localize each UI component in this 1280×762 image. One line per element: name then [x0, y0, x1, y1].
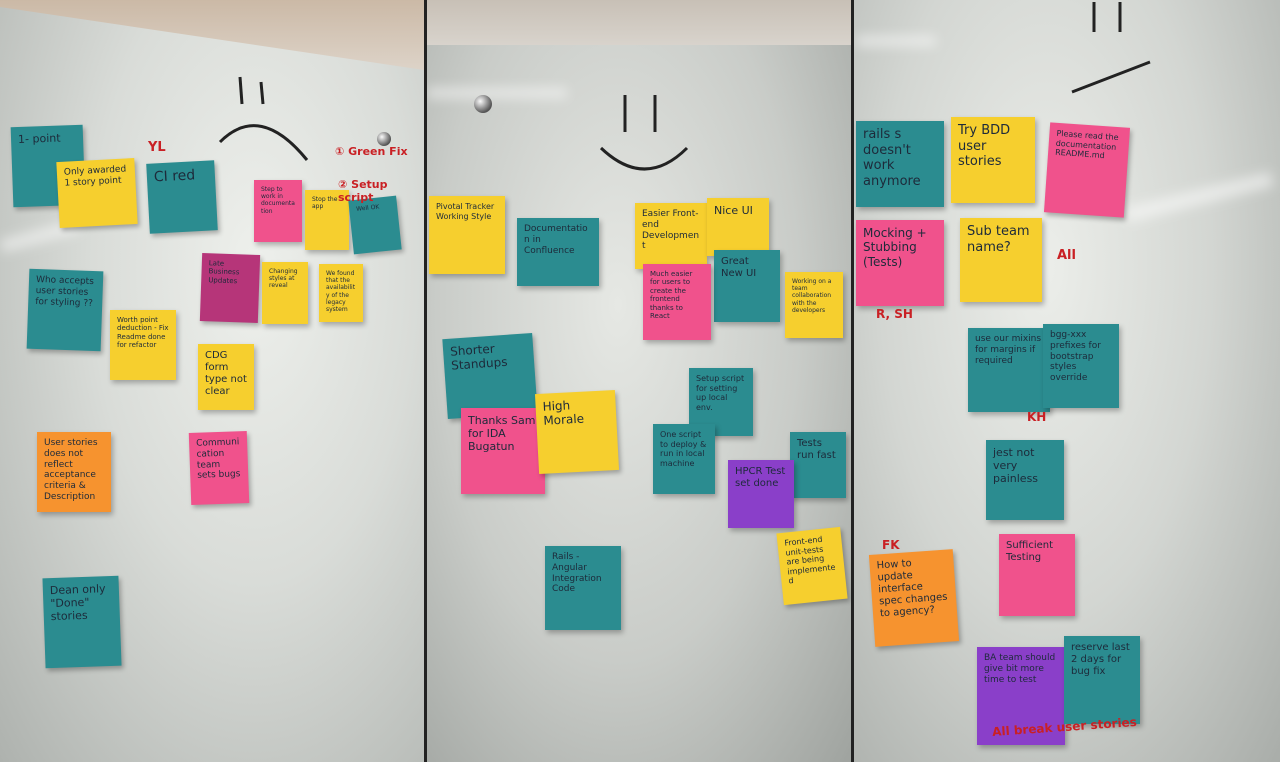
neutral-face-drawing	[1071, 2, 1151, 94]
sticky-note: Only awarded 1 story point	[56, 158, 138, 228]
sticky-note: rails s doesn't work anymore	[856, 121, 944, 207]
sticky-note: Documentation in Confluence	[517, 218, 599, 286]
red-annotation: YL	[148, 140, 166, 155]
sticky-note: Rails - Angular Integration Code	[545, 546, 621, 630]
light-glare	[856, 36, 936, 46]
sticky-note: bgg-xxx prefixes for bootstrap styles ov…	[1043, 324, 1119, 408]
sticky-note: Front-end unit-tests are being implement…	[776, 526, 848, 606]
sticky-note: Shorter Standups	[442, 332, 538, 420]
sticky-note: Easier Front-end Development	[635, 203, 707, 269]
sticky-note: CI red	[146, 160, 218, 234]
red-annotation: All	[1057, 248, 1076, 263]
magnet-pin	[474, 95, 492, 113]
sticky-note: We found that the availability of the le…	[319, 264, 363, 322]
sticky-note: Changing styles at reveal	[262, 262, 308, 324]
sticky-note: Step to work in documentation	[254, 180, 302, 242]
sticky-note: Well OK	[348, 195, 402, 255]
sticky-note: Nice UI	[707, 198, 769, 256]
red-annotation: ① Green Fix	[335, 145, 408, 158]
magnet-pin	[377, 132, 391, 146]
red-annotation: KH	[1027, 410, 1047, 424]
sticky-note: Thanks Sam for IDA Bugatun	[461, 408, 545, 494]
sticky-note: User stories does not reflect acceptance…	[37, 432, 111, 512]
sad-face-drawing	[218, 76, 309, 161]
sticky-note: High Morale	[534, 389, 620, 475]
sticky-note: Worth point deduction - Fix Readme done …	[110, 310, 176, 380]
light-glare	[427, 88, 567, 98]
panel-divider	[851, 0, 854, 762]
red-annotation: R, SH	[876, 307, 913, 321]
sticky-note: Stop the app	[305, 190, 349, 250]
sticky-note: Sub team name?	[960, 218, 1042, 302]
sticky-note: BA team should give bit more time to tes…	[977, 647, 1065, 745]
sticky-note: Pivotal Tracker Working Style	[429, 196, 505, 274]
whiteboard-panel-sad: 1- point Only awarded 1 story point YL C…	[0, 0, 424, 762]
panel-divider	[424, 0, 427, 762]
sticky-note: reserve last 2 days for bug fix	[1064, 636, 1140, 724]
sticky-note: One script to deploy & run in local mach…	[653, 424, 715, 494]
sticky-note: use our mixins for margins if required	[968, 328, 1050, 412]
sticky-note: Sufficient Testing	[999, 534, 1075, 616]
sticky-note: Working on a team collaboration with the…	[785, 272, 843, 338]
sticky-note: HPCR Test set done	[728, 460, 794, 528]
sticky-note: Who accepts user stories for styling ??	[26, 268, 104, 352]
red-annotation: ② Setup script	[338, 178, 388, 204]
sticky-note: Mocking + Stubbing (Tests)	[856, 220, 944, 306]
sticky-note: jest not very painless	[986, 440, 1064, 520]
whiteboard-panel-happy: Pivotal Tracker Working Style Documentat…	[427, 0, 851, 762]
sticky-note: Much easier for users to create the fron…	[643, 264, 711, 340]
sticky-note: Great New UI	[714, 250, 780, 322]
red-annotation: FK	[882, 538, 900, 552]
wall-top	[0, 0, 424, 70]
sticky-note: Tests run fast	[790, 432, 846, 498]
sticky-note: Dean only "Done" stories	[42, 575, 122, 669]
sticky-note: Try BDD user stories	[951, 117, 1035, 203]
whiteboard-panel-neutral: rails s doesn't work anymore Try BDD use…	[854, 0, 1280, 762]
sticky-note: Communication team sets bugs	[188, 431, 250, 505]
sticky-note: Please read the documentation README.md	[1043, 122, 1131, 218]
sticky-note: How to update interface spec changes to …	[868, 549, 960, 647]
sticky-note: CDG form type not clear	[198, 344, 254, 410]
light-glare	[1124, 172, 1274, 222]
wall-top	[427, 0, 851, 45]
sticky-note: Late Business Updates	[199, 253, 261, 323]
happy-face-drawing	[599, 95, 689, 171]
